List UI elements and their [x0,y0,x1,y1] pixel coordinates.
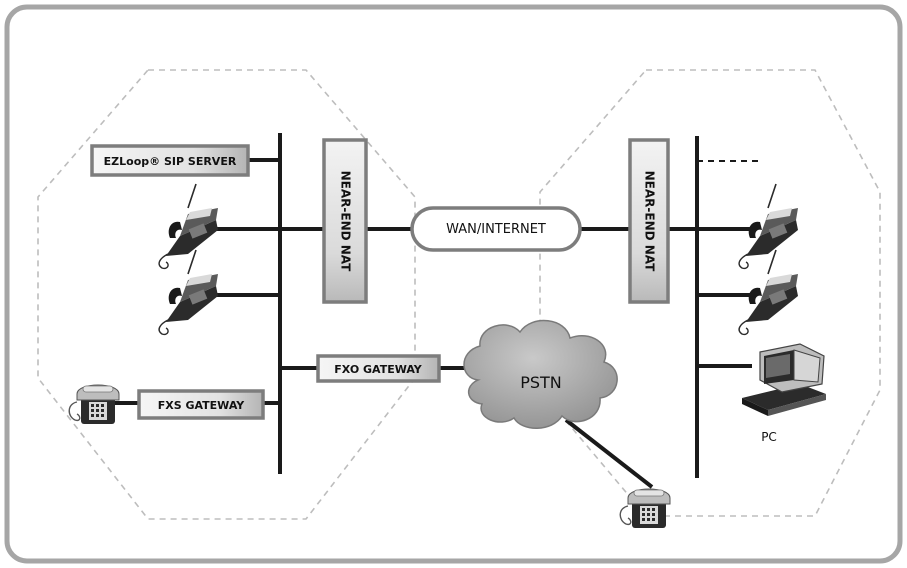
pc-label: PC [761,430,777,444]
pstn-cloud: PSTN [463,319,618,429]
fxo-gateway-label: FXO GATEWAY [334,363,423,376]
left-zone-outline [37,69,416,520]
right-zone-outline [539,69,881,517]
right-nat-label: NEAR-END NAT [643,171,657,273]
fxo-gateway-box: FXO GATEWAY [316,354,441,383]
left-nat-label: NEAR-END NAT [339,171,353,273]
pstn-label: PSTN [520,373,562,392]
cloud-icon [463,319,618,429]
right-nat-box: NEAR-END NAT [628,138,670,304]
wan-internet-node: WAN/INTERNET [410,206,582,252]
sip-server-box: EZLoop® SIP SERVER [90,144,250,177]
pc-icon [742,343,826,416]
wan-internet-label: WAN/INTERNET [446,222,546,237]
sip-server-label: EZLoop® SIP SERVER [104,155,237,168]
outer-frame [4,4,903,564]
left-nat-box: NEAR-END NAT [322,138,368,304]
fxs-gateway-label: FXS GATEWAY [158,399,246,412]
fxs-gateway-box: FXS GATEWAY [137,389,265,420]
